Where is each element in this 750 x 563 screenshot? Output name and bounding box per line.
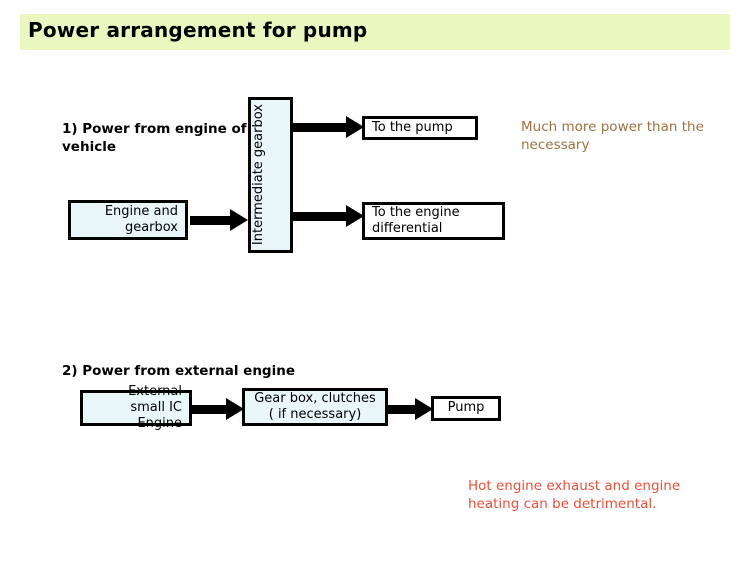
box-gear-box-clutches-label: Gear box, clutches ( if necessary): [254, 390, 376, 422]
arrow-intermediate-to-differential: [290, 205, 364, 227]
arrow-intermediate-to-pump: [290, 116, 364, 138]
box-external-small-ic-engine[interactable]: External small IC Engine: [80, 384, 192, 431]
note-much-more-power: Much more power than the necessary: [521, 119, 704, 154]
box-intermediate-gearbox[interactable]: Intermediate gearbox: [248, 97, 293, 253]
page-title: Power arrangement for pump: [28, 18, 368, 42]
box-gear-box-clutches[interactable]: Gear box, clutches ( if necessary): [242, 388, 388, 426]
box-intermediate-gearbox-label: Intermediate gearbox: [251, 104, 266, 246]
note-hot-engine-exhaust: Hot engine exhaust and engine heating ca…: [468, 478, 681, 513]
box-engine-and-gearbox[interactable]: Engine and gearbox: [68, 200, 188, 240]
box-pump[interactable]: Pump: [431, 396, 501, 421]
box-to-the-engine-differential[interactable]: To the engine differential: [362, 202, 505, 240]
arrow-external-engine-to-gearbox: [192, 398, 244, 420]
box-to-the-engine-differential-label: To the engine differential: [372, 204, 460, 236]
box-engine-and-gearbox-label: Engine and gearbox: [104, 203, 178, 235]
section-one-heading: 1) Power from engine of vehicle: [62, 121, 247, 156]
section-two-heading: 2) Power from external engine: [62, 363, 295, 379]
box-to-the-pump-label: To the pump: [372, 119, 453, 135]
title-banner: [20, 14, 730, 50]
box-pump-label: Pump: [447, 400, 485, 416]
box-external-small-ic-engine-label: External small IC Engine: [128, 383, 182, 432]
arrow-gearbox-to-pump: [388, 398, 433, 420]
arrow-engine-to-intermediate: [190, 209, 248, 231]
box-to-the-pump[interactable]: To the pump: [362, 116, 478, 140]
